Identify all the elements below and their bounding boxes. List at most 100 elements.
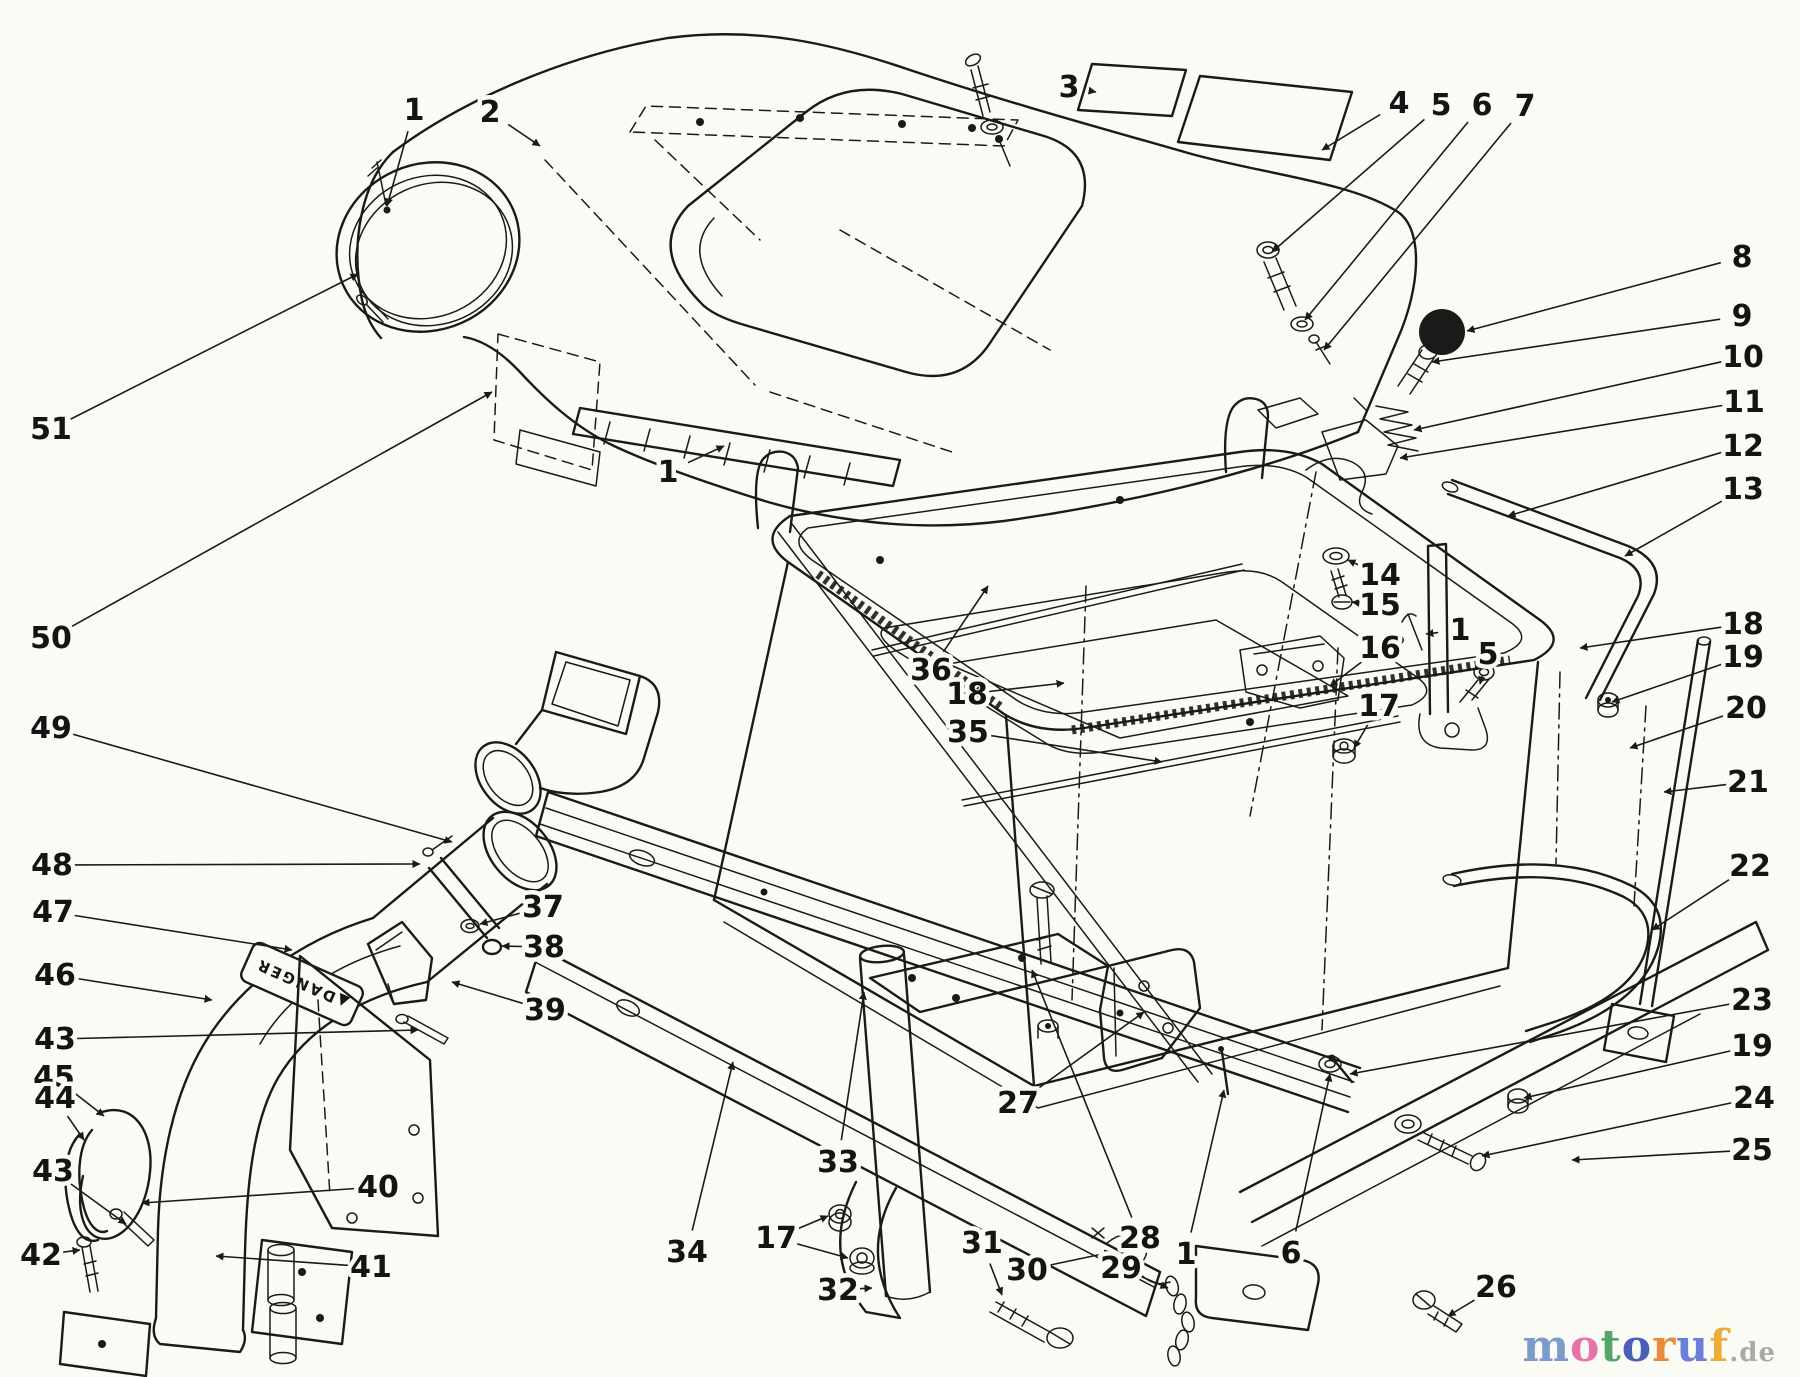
leader-line-34 <box>691 1061 736 1231</box>
leader-line-42 <box>62 1246 81 1255</box>
hood-cover <box>335 33 1418 527</box>
leader-line-1 <box>687 445 725 464</box>
callout-1: 1 <box>658 455 679 490</box>
leader-line-23 <box>1349 1003 1731 1077</box>
leader-line-17 <box>795 1215 829 1231</box>
leader-line-4 <box>1321 113 1381 151</box>
callout-16: 16 <box>1359 631 1401 666</box>
leader-line-12 <box>1507 451 1723 518</box>
watermark-letter: t <box>1600 1321 1622 1372</box>
leader-line-3 <box>1087 86 1097 95</box>
hood-bolt <box>964 53 1011 167</box>
leader-line-8 <box>1466 261 1722 333</box>
leader-line-17 <box>796 1243 849 1260</box>
callout-48: 48 <box>31 848 73 883</box>
callout-26: 26 <box>1475 1270 1517 1305</box>
callout-12: 12 <box>1722 429 1764 464</box>
leader-line-37 <box>479 911 523 926</box>
callout-20: 20 <box>1725 691 1767 726</box>
callout-43: 43 <box>32 1154 74 1189</box>
callout-45: 45 <box>33 1060 75 1095</box>
leader-line-33 <box>840 991 867 1141</box>
callout-18: 18 <box>946 677 988 712</box>
callout-30: 30 <box>1006 1253 1048 1288</box>
watermark-letter: u <box>1676 1321 1710 1372</box>
leader-line-50 <box>69 391 493 628</box>
callout-9: 9 <box>1732 299 1753 334</box>
callout-1: 1 <box>404 93 425 128</box>
leader-line-47 <box>74 914 293 953</box>
leader-line-26 <box>1447 1297 1478 1317</box>
callout-15: 15 <box>1359 588 1401 623</box>
callout-11: 11 <box>1723 385 1765 420</box>
leader-line-43 <box>70 1183 127 1225</box>
leader-line-6 <box>1304 121 1469 321</box>
latch-hardware <box>1256 241 1465 515</box>
leader-line-1 <box>1190 1089 1227 1233</box>
leader-line-14 <box>1347 559 1361 567</box>
callout-6: 6 <box>1472 88 1493 123</box>
callout-22: 22 <box>1729 849 1771 884</box>
callout-32: 32 <box>817 1273 859 1308</box>
leader-line-28 <box>1031 969 1133 1218</box>
hinge-hardware <box>58 1109 354 1377</box>
ring-bolt <box>355 294 389 323</box>
leader-line-11 <box>1399 404 1723 461</box>
watermark-letter: m <box>1522 1321 1571 1372</box>
callout-21: 21 <box>1727 765 1769 800</box>
leader-line-45 <box>70 1089 105 1117</box>
mount-rails <box>524 790 1362 1318</box>
decal-large <box>1176 74 1354 162</box>
leader-line-27 <box>1035 1011 1145 1091</box>
callout-7: 7 <box>1515 89 1536 124</box>
callout-24: 24 <box>1733 1081 1775 1116</box>
leader-line-18 <box>988 679 1065 693</box>
callout-25: 25 <box>1731 1133 1773 1168</box>
callout-23: 23 <box>1731 983 1773 1018</box>
leader-line-31 <box>989 1263 1004 1296</box>
callout-5: 5 <box>1431 88 1452 123</box>
leader-line-43 <box>76 1026 419 1040</box>
decal-small <box>1076 62 1188 118</box>
watermark-letter: o <box>1621 1321 1653 1372</box>
callout-3: 3 <box>1059 70 1080 105</box>
basket <box>712 396 1770 1333</box>
callout-27: 27 <box>997 1086 1039 1121</box>
danger-decal: ▲DANGER <box>240 941 364 1027</box>
callout-29: 29 <box>1100 1251 1142 1286</box>
callout-49: 49 <box>30 711 72 746</box>
callout-1: 1 <box>1450 613 1471 648</box>
callout-38: 38 <box>523 930 565 965</box>
callout-42: 42 <box>20 1238 62 1273</box>
chute-assembly: ▲DANGER <box>152 650 661 1354</box>
callout-36: 36 <box>910 653 952 688</box>
leader-line-44 <box>66 1115 85 1141</box>
leader-line-48 <box>73 860 421 869</box>
callout-46: 46 <box>34 958 76 993</box>
leader-line-18 <box>1579 626 1722 651</box>
callout-2: 2 <box>480 95 501 130</box>
callout-35: 35 <box>947 715 989 750</box>
callout-41: 41 <box>350 1250 392 1285</box>
callout-18: 18 <box>1722 607 1764 642</box>
leader-line-40 <box>141 1187 357 1207</box>
leader-line-9 <box>1431 318 1721 365</box>
callout-8: 8 <box>1732 240 1753 275</box>
leader-line-49 <box>71 733 453 844</box>
leader-line-32 <box>859 1284 873 1293</box>
leader-line-1 <box>1425 629 1439 638</box>
watermark-letter: o <box>1570 1321 1601 1372</box>
leader-line-30 <box>1048 1249 1113 1267</box>
callout-31: 31 <box>961 1226 1003 1261</box>
leader-line-5 <box>1271 118 1425 253</box>
leader-line-2 <box>507 123 541 147</box>
leader-line-38 <box>501 942 523 951</box>
leader-line-19 <box>1523 1050 1731 1101</box>
watermark: motoruf.de <box>1522 1325 1776 1369</box>
leader-line-36 <box>942 585 989 653</box>
leader-line-22 <box>1651 877 1733 931</box>
callout-19: 19 <box>1722 640 1764 675</box>
leader-line-5 <box>1478 675 1486 685</box>
callout-14: 14 <box>1359 558 1401 593</box>
